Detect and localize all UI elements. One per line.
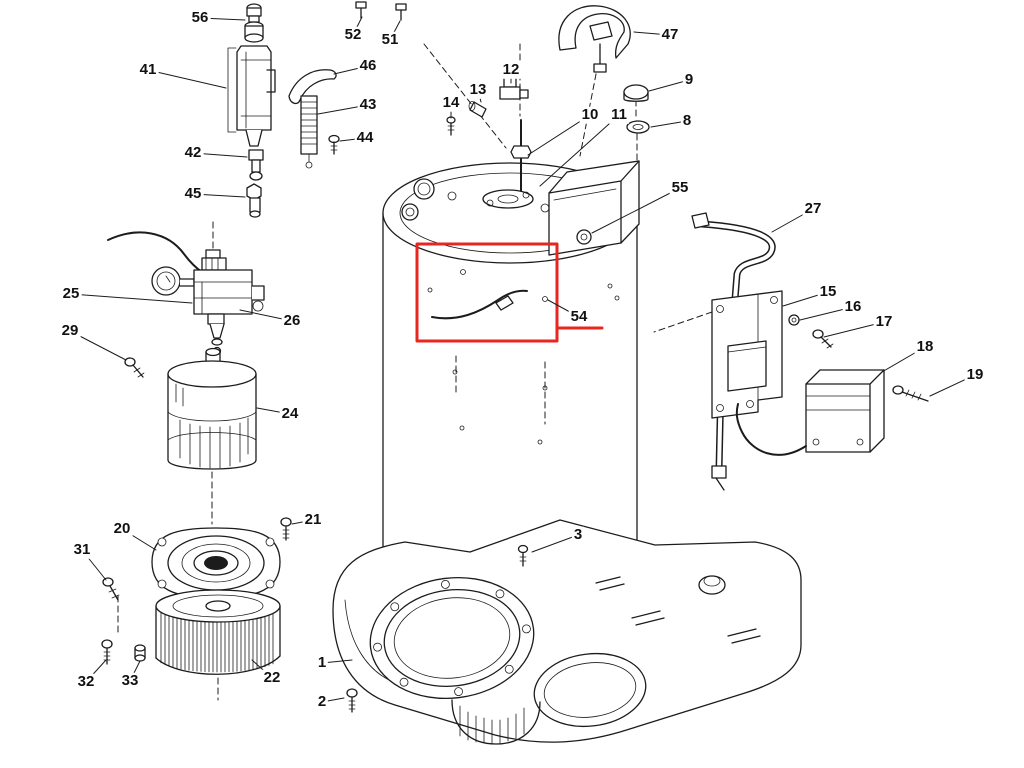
part-label-12: 12 <box>500 60 522 79</box>
base-pan <box>332 519 802 745</box>
screw-44 <box>328 134 340 155</box>
part-label-19: 19 <box>964 365 986 384</box>
screw-31 <box>102 577 120 601</box>
leader-line-55 <box>591 187 681 234</box>
part-label-21: 21 <box>302 510 324 529</box>
assembly-center-lines <box>117 43 713 701</box>
screw-19 <box>892 385 929 402</box>
part-label-26: 26 <box>281 311 303 330</box>
part-label-18: 18 <box>914 337 936 356</box>
coupler-42 <box>248 149 264 181</box>
part-label-41: 41 <box>137 60 159 79</box>
valve-41-assembly <box>227 45 276 147</box>
part-label-43: 43 <box>357 95 379 114</box>
mounting-bracket <box>711 290 783 419</box>
part-label-42: 42 <box>182 143 204 162</box>
part-label-56: 56 <box>189 8 211 27</box>
spacer-33 <box>134 644 146 662</box>
screw-3 <box>517 544 529 567</box>
part-label-20: 20 <box>111 519 133 538</box>
leader-line-3 <box>531 534 579 553</box>
part-label-17: 17 <box>873 312 895 331</box>
part-label-46: 46 <box>357 56 379 75</box>
part-label-13: 13 <box>467 80 489 99</box>
part-label-33: 33 <box>119 671 141 690</box>
leader-line-11 <box>539 114 620 187</box>
part-label-14: 14 <box>440 93 462 112</box>
element-43 <box>300 95 318 169</box>
part-label-11: 11 <box>609 105 629 124</box>
screw-14 <box>446 116 456 136</box>
highlight-box <box>415 242 559 343</box>
screw-32 <box>101 639 113 665</box>
blower-wheel <box>155 589 281 675</box>
fitting-56 <box>244 3 264 43</box>
washer-16 <box>788 314 800 326</box>
part-label-47: 47 <box>659 25 681 44</box>
blower-housing-top <box>151 527 281 599</box>
expansion-tank <box>167 347 257 470</box>
part-label-52: 52 <box>342 25 364 44</box>
transformer <box>735 369 885 456</box>
part-label-9: 9 <box>682 70 696 89</box>
leader-line-41 <box>147 69 227 89</box>
wire-54 <box>431 289 548 320</box>
part-label-1: 1 <box>315 653 329 672</box>
screw-21 <box>280 517 292 541</box>
part-label-3: 3 <box>571 525 585 544</box>
leader-line-9 <box>648 79 690 92</box>
junction-box <box>548 160 640 256</box>
part-label-2: 2 <box>315 692 329 711</box>
part-label-45: 45 <box>182 184 204 203</box>
part-label-31: 31 <box>71 540 93 559</box>
screw-2 <box>346 688 358 713</box>
anode-rod <box>482 119 534 209</box>
ring-8 <box>626 120 650 134</box>
screw-29 <box>124 357 145 378</box>
part-label-32: 32 <box>75 672 97 691</box>
nipple-fitting <box>468 101 487 118</box>
part-label-25: 25 <box>60 284 82 303</box>
rod-46 <box>288 69 337 105</box>
sensor-45 <box>246 183 262 218</box>
gas-control-valve <box>107 231 265 356</box>
part-label-55: 55 <box>669 178 691 197</box>
part-label-24: 24 <box>279 404 301 423</box>
part-label-22: 22 <box>261 668 283 687</box>
part-label-15: 15 <box>817 282 839 301</box>
part-label-44: 44 <box>354 128 376 147</box>
part-label-16: 16 <box>842 297 864 316</box>
cap-9 <box>623 84 649 102</box>
part-label-27: 27 <box>802 199 824 218</box>
part-label-29: 29 <box>59 321 81 340</box>
handle-47 <box>558 5 631 73</box>
part-label-54: 54 <box>568 307 590 326</box>
part-label-8: 8 <box>680 111 694 130</box>
part-label-10: 10 <box>579 105 601 124</box>
highlight <box>415 242 604 343</box>
part-label-51: 51 <box>379 30 401 49</box>
screw-17 <box>812 329 834 349</box>
leader-line-25 <box>70 293 193 304</box>
screws-51-52 <box>355 1 407 21</box>
